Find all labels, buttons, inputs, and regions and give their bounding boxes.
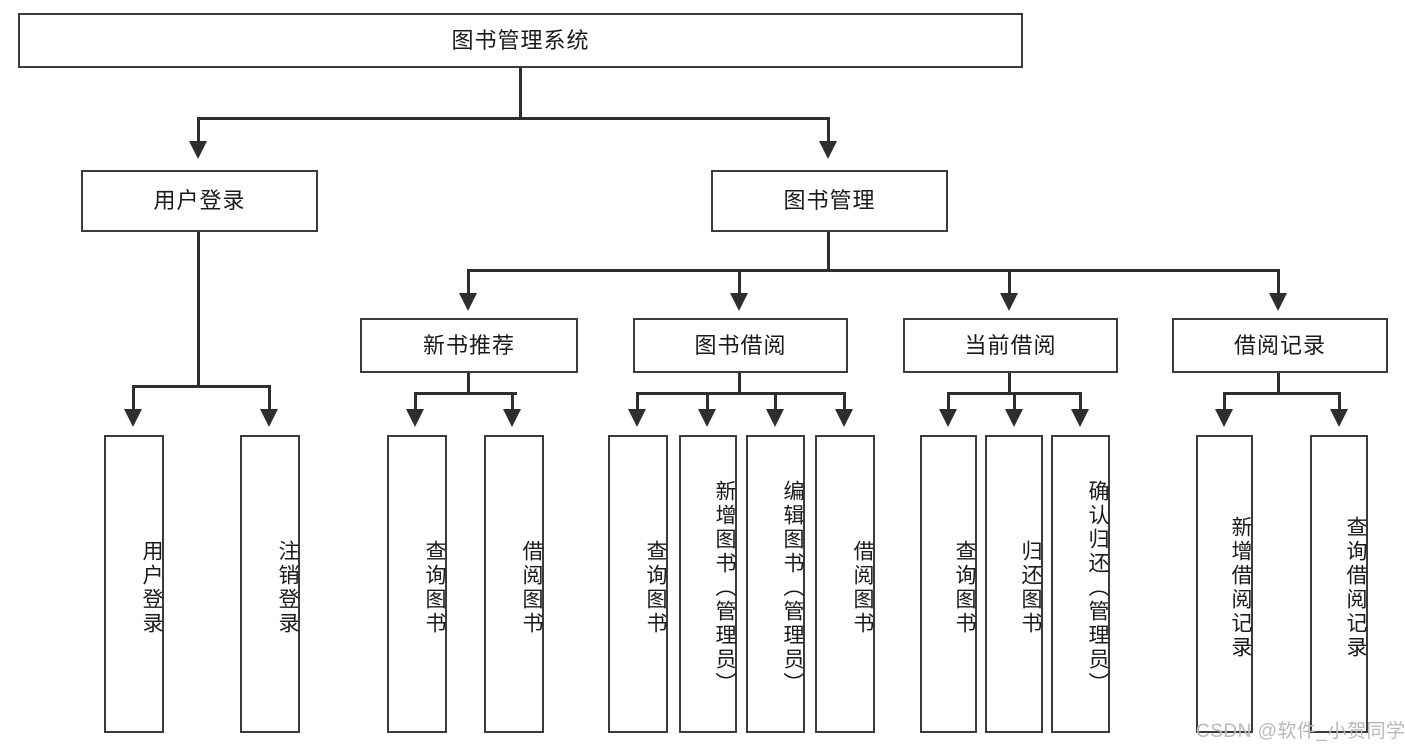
node-leaf-query-book-3[interactable]: 查询图书 <box>920 435 977 733</box>
node-leaf-query-book-2[interactable]: 查询图书 <box>608 435 668 733</box>
connector-user-login-stem <box>197 232 200 387</box>
node-label: 新书推荐 <box>422 332 515 358</box>
connector-drop-leaf-query-record <box>1338 392 1341 411</box>
connector-drop-leaf-return-book <box>1013 392 1016 411</box>
node-label: 确认归还（管理员） <box>1086 480 1109 696</box>
arrow-leaf-query-book-2 <box>628 409 646 427</box>
node-label: 新增借阅记录 <box>1229 516 1252 660</box>
node-leaf-borrow-book-1[interactable]: 借阅图书 <box>484 435 544 733</box>
connector-new-book-recommend-bus <box>414 392 517 395</box>
node-leaf-add-record[interactable]: 新增借阅记录 <box>1196 435 1253 733</box>
connector-drop-user-login <box>197 117 200 143</box>
connector-borrow-record-bus <box>1223 392 1340 395</box>
connector-drop-leaf-query-book-3 <box>947 392 950 411</box>
arrow-user-login <box>189 141 207 159</box>
connector-level2-bus <box>197 117 829 120</box>
connector-user-login-bus <box>132 385 268 388</box>
connector-current-borrow-stem <box>1008 373 1011 395</box>
arrow-leaf-query-book-1 <box>406 409 424 427</box>
watermark-text: CSDN @软件_小贺同学 <box>1196 721 1405 742</box>
connector-drop-leaf-borrow-book-1 <box>511 392 514 411</box>
connector-drop-leaf-add-record <box>1223 392 1226 411</box>
arrow-leaf-return-book <box>1005 409 1023 427</box>
arrow-leaf-query-book-3 <box>939 409 957 427</box>
node-leaf-user-logout[interactable]: 注销登录 <box>240 435 300 733</box>
node-root-book-management-system[interactable]: 图书管理系统 <box>18 13 1023 68</box>
node-leaf-query-record[interactable]: 查询借阅记录 <box>1310 435 1368 733</box>
node-leaf-borrow-book-2[interactable]: 借阅图书 <box>815 435 875 733</box>
connector-drop-book-management <box>827 117 830 143</box>
node-label: 查询图书 <box>953 540 976 636</box>
node-label: 查询借阅记录 <box>1344 516 1367 660</box>
connector-drop-leaf-edit-book <box>774 392 777 411</box>
arrow-leaf-add-book <box>698 409 716 427</box>
arrow-current-borrow <box>1000 293 1018 311</box>
node-borrow-record[interactable]: 借阅记录 <box>1172 318 1388 373</box>
arrow-leaf-user-logout <box>260 409 278 427</box>
node-label: 当前借阅 <box>964 332 1057 358</box>
node-leaf-edit-book[interactable]: 编辑图书（管理员） <box>746 435 805 733</box>
connector-drop-book-borrow <box>738 269 741 295</box>
connector-level3-bus <box>467 269 1280 272</box>
connector-borrow-record-stem <box>1277 373 1280 395</box>
node-leaf-query-book-1[interactable]: 查询图书 <box>387 435 447 733</box>
arrow-leaf-borrow-book-1 <box>503 409 521 427</box>
arrow-borrow-record <box>1269 293 1287 311</box>
node-label: 查询图书 <box>423 540 446 636</box>
connector-book-management-stem <box>827 232 830 272</box>
arrow-book-borrow <box>730 293 748 311</box>
arrow-leaf-query-record <box>1330 409 1348 427</box>
connector-root-stem <box>519 68 522 118</box>
node-label: 借阅图书 <box>851 540 874 636</box>
node-current-borrow[interactable]: 当前借阅 <box>903 318 1118 373</box>
arrow-new-book-recommend <box>459 293 477 311</box>
node-label: 归还图书 <box>1019 540 1042 636</box>
node-leaf-confirm-return[interactable]: 确认归还（管理员） <box>1051 435 1110 733</box>
arrow-leaf-borrow-book-2 <box>835 409 853 427</box>
node-label: 用户登录 <box>140 540 163 636</box>
node-label: 图书管理 <box>783 188 876 214</box>
connector-drop-borrow-record <box>1277 269 1280 295</box>
node-label: 图书管理系统 <box>451 27 590 53</box>
connector-drop-leaf-user-logout <box>268 385 271 411</box>
arrow-leaf-edit-book <box>766 409 784 427</box>
node-leaf-user-login[interactable]: 用户登录 <box>104 435 164 733</box>
node-book-management[interactable]: 图书管理 <box>711 170 948 232</box>
node-label: 借阅记录 <box>1233 332 1326 358</box>
arrow-book-management <box>819 141 837 159</box>
node-label: 用户登录 <box>153 188 246 214</box>
node-label: 借阅图书 <box>520 540 543 636</box>
node-label: 查询图书 <box>644 540 667 636</box>
connector-new-book-recommend-stem <box>467 373 470 395</box>
node-label: 编辑图书（管理员） <box>781 480 804 696</box>
connector-drop-leaf-confirm-return <box>1079 392 1082 411</box>
node-label: 新增图书（管理员） <box>713 480 736 696</box>
connector-drop-leaf-user-login <box>132 385 135 411</box>
arrow-leaf-confirm-return <box>1071 409 1089 427</box>
node-label: 注销登录 <box>276 540 299 636</box>
connector-drop-leaf-query-book-1 <box>414 392 417 411</box>
node-label: 图书借阅 <box>694 332 787 358</box>
connector-drop-leaf-add-book <box>706 392 709 411</box>
node-book-borrow[interactable]: 图书借阅 <box>633 318 848 373</box>
connector-drop-current-borrow <box>1008 269 1011 295</box>
arrow-leaf-user-login <box>124 409 142 427</box>
node-leaf-return-book[interactable]: 归还图书 <box>985 435 1043 733</box>
connector-book-borrow-stem <box>738 373 741 395</box>
node-leaf-add-book[interactable]: 新增图书（管理员） <box>679 435 737 733</box>
connector-book-borrow-bus <box>636 392 845 395</box>
connector-drop-leaf-query-book-2 <box>636 392 639 411</box>
connector-drop-new-book-recommend <box>467 269 470 295</box>
arrow-leaf-add-record <box>1215 409 1233 427</box>
node-new-book-recommend[interactable]: 新书推荐 <box>360 318 578 373</box>
connector-drop-leaf-borrow-book-2 <box>843 392 846 411</box>
node-user-login[interactable]: 用户登录 <box>81 170 318 232</box>
